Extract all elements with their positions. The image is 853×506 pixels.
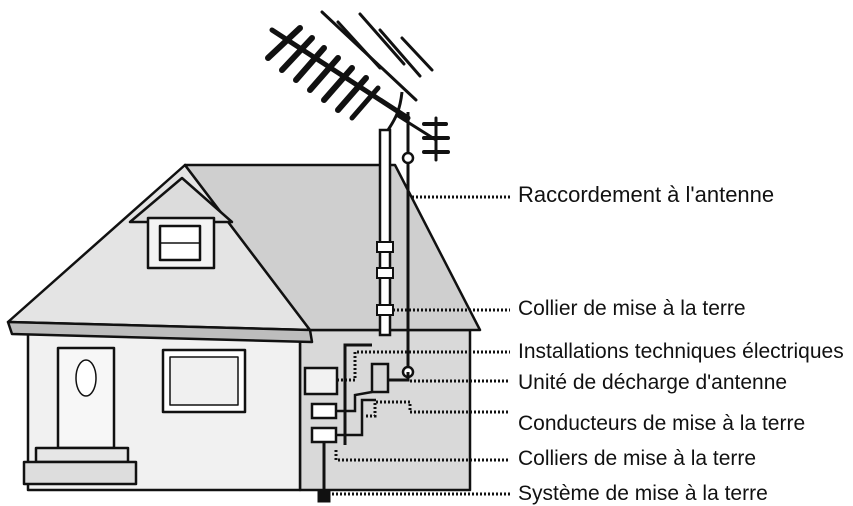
label-antenna-discharge-unit: Unité de décharge d'antenne [518, 371, 788, 394]
house-eave [6, 320, 314, 344]
label-grounding-system: Système de mise à la terre [518, 482, 768, 505]
label-electrical-installations: Installations techniques électriques [518, 340, 844, 363]
ground-rod [317, 489, 331, 503]
leader-lines [332, 195, 510, 496]
label-ground-clamps: Colliers de mise à la terre [518, 447, 757, 470]
mast-clamp-3 [376, 304, 394, 316]
discharge-unit [370, 362, 390, 394]
house-roof-side [183, 163, 482, 332]
antenna-mast [376, 91, 415, 372]
mast-clamp-1 [376, 241, 394, 253]
house [6, 163, 482, 492]
ground-clamp-box-2 [310, 426, 338, 444]
antenna-connector [401, 151, 415, 165]
leader-electrical-installations [337, 350, 510, 382]
front-steps-bottom [22, 460, 138, 486]
label-grounding-conductors: Conducteurs de mise à la terre [518, 412, 806, 435]
leader-ground-clamps [334, 450, 510, 462]
electrical-panel [303, 366, 339, 396]
mast-clamp-2 [376, 267, 394, 279]
ground-clamp-box-1 [310, 402, 338, 420]
tv-antenna [265, 10, 450, 162]
label-ground-clamp: Collier de mise à la terre [518, 297, 746, 320]
grounding-equipment [303, 343, 415, 503]
label-antenna-connection: Raccordement à l'antenne [518, 182, 775, 207]
front-steps-top [34, 446, 130, 464]
leader-grounding-conductors [366, 400, 510, 418]
